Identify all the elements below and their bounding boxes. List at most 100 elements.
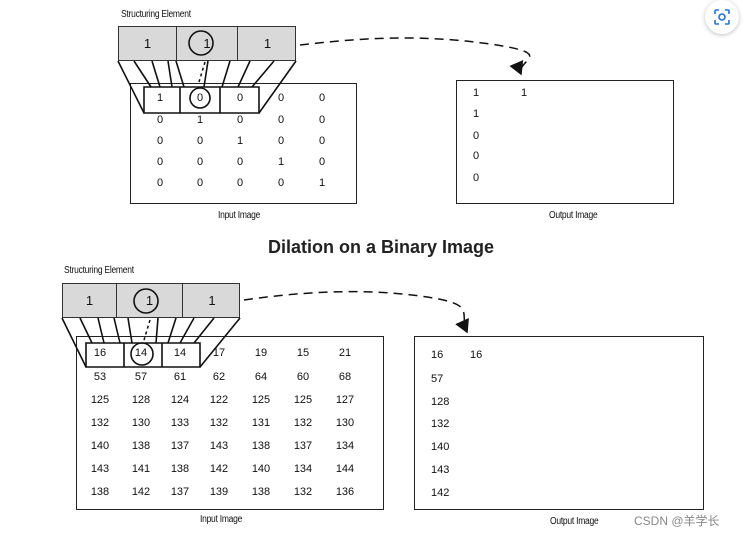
bottom-pixel: 16 (93, 347, 107, 359)
diagram-title: Dilation on a Binary Image (268, 237, 495, 257)
bottom-pixel: 132 (209, 417, 229, 429)
top-pixel: 0 (318, 92, 326, 104)
bottom-pixel: 21 (338, 347, 352, 359)
top-pixel: 0 (277, 114, 285, 126)
top-se-center-cell: 1 (177, 27, 238, 60)
top-pixel: 1 (236, 135, 244, 147)
bottom-output-pixel: 16 (431, 349, 444, 361)
bottom-pixel: 132 (293, 417, 313, 429)
bottom-output-pixel: 143 (431, 464, 450, 476)
bottom-pixel: 17 (212, 347, 226, 359)
top-pixel: 1 (318, 177, 326, 189)
bottom-pixel: 138 (251, 440, 271, 452)
bottom-pixel: 140 (251, 463, 271, 475)
bottom-pixel: 60 (296, 371, 310, 383)
bottom-pixel: 143 (209, 440, 229, 452)
top-pixel: 0 (277, 92, 285, 104)
top-pixel: 0 (156, 156, 164, 168)
top-pixel: 0 (318, 135, 326, 147)
bottom-pixel: 19 (254, 347, 268, 359)
top-input-image (130, 83, 357, 204)
bottom-pixel: 122 (209, 394, 229, 406)
top-pixel: 0 (196, 156, 204, 168)
bottom-pixel: 131 (251, 417, 271, 429)
bottom-pixel: 125 (90, 394, 110, 406)
bottom-se-cell: 1 (208, 293, 216, 308)
top-dashes (198, 37, 531, 83)
top-pixel: 0 (196, 135, 204, 147)
bottom-pixel: 127 (335, 394, 355, 406)
bottom-pixel: 137 (170, 486, 190, 498)
bottom-input-image (76, 336, 384, 510)
bottom-se-center-cell: 1 (117, 284, 183, 317)
bottom-pixel: 57 (134, 371, 148, 383)
bottom-input-image-label: Input Image (200, 514, 243, 525)
top-se-origin-circle (188, 30, 214, 56)
bottom-pixel: 130 (131, 417, 151, 429)
top-output-image (456, 80, 674, 204)
top-se-cell: 1 (119, 27, 177, 60)
top-pixel: 0 (156, 135, 164, 147)
bottom-pixel: 14 (173, 347, 187, 359)
bottom-pixel: 139 (209, 486, 229, 498)
bottom-pixel: 133 (170, 417, 190, 429)
top-pixel: 0 (236, 92, 244, 104)
bottom-pixel: 143 (90, 463, 110, 475)
top-pixel: 0 (277, 177, 285, 189)
bottom-pixel: 138 (131, 440, 151, 452)
lens-button[interactable] (705, 0, 739, 34)
bottom-pixel: 138 (90, 486, 110, 498)
bottom-pixel: 53 (93, 371, 107, 383)
bottom-pixel: 132 (90, 417, 110, 429)
bottom-pixel: 125 (293, 394, 313, 406)
bottom-structuring-element-label: Structuring Element (64, 265, 134, 276)
top-pixel: 1 (156, 92, 164, 104)
bottom-output-pixel: 57 (431, 373, 444, 385)
bottom-pixel: 14 (134, 347, 148, 359)
top-output-pixel: 0 (473, 150, 480, 162)
top-se-cell: 1 (263, 36, 272, 51)
top-output-pixel: 1 (473, 108, 480, 120)
top-pixel: 0 (156, 114, 164, 126)
bottom-pixel: 132 (293, 486, 313, 498)
bottom-pixel: 62 (212, 371, 226, 383)
bottom-output-pixel: 16 (470, 349, 483, 361)
bottom-output-image (414, 336, 704, 510)
bottom-pixel: 134 (293, 463, 313, 475)
bottom-pixel: 138 (251, 486, 271, 498)
top-pixel: 0 (236, 177, 244, 189)
bottom-output-image-label: Output Image (550, 516, 599, 527)
bottom-dashes (143, 290, 469, 341)
bottom-pixel: 61 (173, 371, 187, 383)
bottom-structuring-element: 1 1 1 (62, 283, 240, 318)
top-pixel: 1 (196, 114, 204, 126)
bottom-pixel: 130 (335, 417, 355, 429)
top-pixel: 0 (236, 114, 244, 126)
bottom-input-origin-circle (130, 342, 154, 366)
bottom-projection-lines (61, 317, 241, 368)
bottom-output-pixel: 132 (431, 418, 450, 430)
bottom-pixel: 128 (131, 394, 151, 406)
bottom-pixel: 68 (338, 371, 352, 383)
watermark: CSDN @羊学长 (634, 514, 720, 528)
bottom-pixel: 134 (335, 440, 355, 452)
bottom-pixel: 125 (251, 394, 271, 406)
bottom-pixel: 136 (335, 486, 355, 498)
bottom-pixel: 141 (131, 463, 151, 475)
top-pixel: 0 (277, 135, 285, 147)
bottom-pixel: 64 (254, 371, 268, 383)
bottom-pixel: 140 (90, 440, 110, 452)
bottom-pixel: 142 (209, 463, 229, 475)
top-output-pixel: 0 (473, 172, 480, 184)
top-pixel: 0 (196, 177, 204, 189)
bottom-se-origin-circle (133, 288, 159, 314)
bottom-pixel: 15 (296, 347, 310, 359)
top-output-pixel: 1 (473, 87, 480, 99)
bottom-pixel: 138 (170, 463, 190, 475)
bottom-output-pixel: 140 (431, 441, 450, 453)
top-pixel: 1 (277, 156, 285, 168)
top-input-image-label: Input Image (218, 210, 261, 221)
bottom-pixel: 137 (293, 440, 313, 452)
lens-icon (714, 9, 730, 25)
